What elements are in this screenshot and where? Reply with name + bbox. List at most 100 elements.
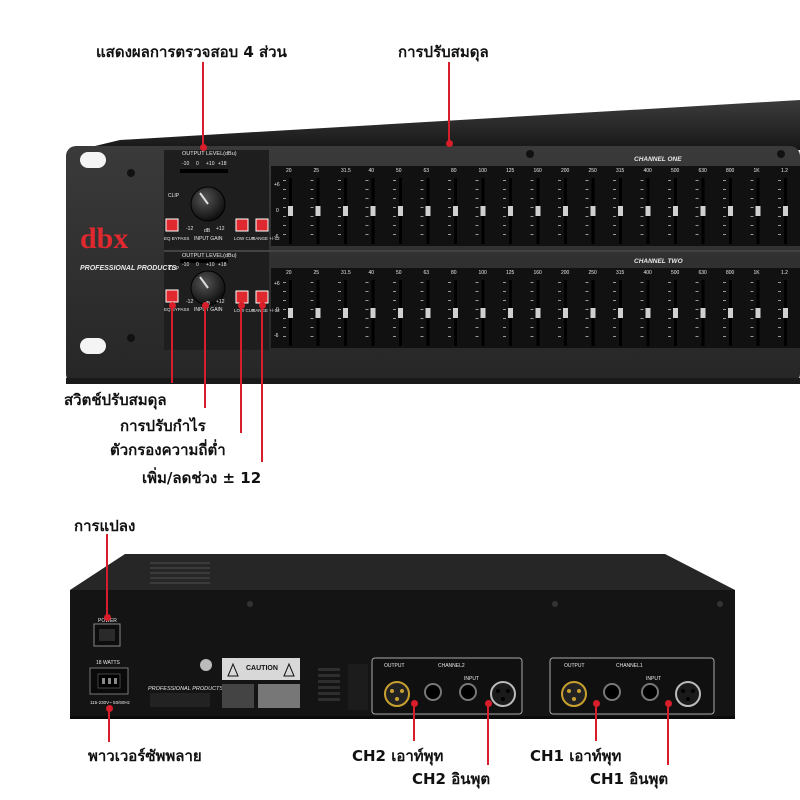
ch2-trs-input[interactable]	[459, 683, 477, 701]
ch2-xlr-output[interactable]	[384, 681, 410, 707]
eq-slider-cap-ch1-10[interactable]	[563, 206, 568, 216]
freq-label-ch2-7: 100	[479, 270, 488, 276]
eq-slider-cap-ch1-3[interactable]	[370, 206, 376, 216]
level-tick-ch2-2: +10	[206, 262, 215, 268]
freq-label-ch1-0: 20	[286, 168, 292, 174]
eq-slider-cap-ch1-14[interactable]	[673, 206, 678, 216]
eq-slider-cap-ch2-17[interactable]	[755, 308, 761, 318]
ch1-xlr-output[interactable]	[561, 681, 587, 707]
eq-slider-cap-ch1-0[interactable]	[288, 206, 293, 216]
callout-line-range	[261, 305, 263, 462]
callout-line-gain	[204, 305, 206, 408]
ch1-xlr-input[interactable]	[675, 681, 701, 707]
eq-slider-cap-ch1-6[interactable]	[453, 206, 458, 216]
eq-slider-cap-ch1-8[interactable]	[508, 206, 513, 216]
eq-slider-cap-ch2-13[interactable]	[645, 308, 651, 318]
eq-slider-cap-ch2-7[interactable]	[480, 308, 486, 318]
eq-slider-cap-ch1-9[interactable]	[535, 206, 541, 216]
eq-slider-cap-ch2-4[interactable]	[398, 308, 403, 318]
ch1-trs-input[interactable]	[641, 683, 659, 701]
eq-slider-cap-ch1-18[interactable]	[783, 206, 788, 216]
scale-ch1-plus: +6	[274, 182, 280, 188]
eq-slider-cap-ch2-18[interactable]	[783, 308, 788, 318]
channel1-input-label: INPUT	[646, 676, 661, 682]
rear-panel: POWER 18 WATTS 115-230V~ 50/60Hz PROFESS…	[70, 554, 735, 719]
freq-label-ch2-10: 200	[561, 270, 570, 276]
channel1-output-label: OUTPUT	[564, 663, 585, 669]
level-tick-ch1-0: -10	[182, 161, 189, 167]
eq-slider-cap-ch1-7[interactable]	[480, 206, 486, 216]
channel2-io-panel	[371, 657, 523, 715]
channel1-label: CHANNEL1	[616, 663, 643, 669]
input-gain-label-ch2: INPUT GAIN	[194, 307, 223, 313]
freq-label-ch1-15: 630	[699, 168, 708, 174]
eq-slider-cap-ch2-2[interactable]	[343, 308, 348, 318]
callout-dot-ch1-in	[665, 700, 672, 707]
eq-slider-cap-ch1-11[interactable]	[590, 206, 596, 216]
range-button-ch1[interactable]	[255, 218, 269, 232]
low-cut-button-ch1[interactable]	[235, 218, 249, 232]
level-tick-ch1-1: 0	[196, 161, 199, 167]
freq-label-ch1-14: 500	[671, 168, 680, 174]
eq-slider-cap-ch1-1[interactable]	[315, 206, 321, 216]
freq-label-ch2-13: 400	[644, 270, 653, 276]
gain-max-ch1: +12	[216, 226, 225, 232]
freq-label-ch2-2: 31.5	[341, 270, 351, 276]
eq-slider-cap-ch1-4[interactable]	[398, 206, 403, 216]
caution-plate	[222, 658, 300, 680]
callout-lowcut-label: ตัวกรองความถี่ต่ำ	[110, 441, 226, 459]
eq-slider-cap-ch2-0[interactable]	[288, 308, 293, 318]
eq-slider-cap-ch1-15[interactable]	[700, 206, 706, 216]
power-label: POWER	[98, 618, 117, 624]
freq-label-ch1-3: 40	[369, 168, 375, 174]
channel2-label: CHANNEL2	[438, 663, 465, 669]
eq-slider-cap-ch1-5[interactable]	[425, 206, 431, 216]
freq-label-ch1-4: 50	[396, 168, 402, 174]
level-tick-ch2-0: -10	[182, 262, 189, 268]
eq-slider-cap-ch2-5[interactable]	[425, 308, 431, 318]
front-panel: dbx PROFESSIONAL PRODUCTS OUTPUT LEVEL(d…	[66, 100, 800, 384]
eq-slider-cap-ch2-3[interactable]	[370, 308, 376, 318]
channel1-io-panel	[549, 657, 715, 715]
eq-slider-cap-ch1-12[interactable]	[618, 206, 623, 216]
callout-line-power-supply	[108, 708, 110, 742]
rack-slot-bottom	[80, 338, 106, 354]
callout-dot-eq-switch	[169, 302, 176, 309]
eq-bypass-button-ch2[interactable]	[165, 289, 179, 303]
callout-dot-gain	[202, 302, 209, 309]
channel2-output-label: OUTPUT	[384, 663, 405, 669]
scale-ch2-zero: 0	[276, 307, 279, 313]
freq-label-ch1-6: 80	[451, 168, 457, 174]
eq-slider-cap-ch2-14[interactable]	[673, 308, 678, 318]
callout-line-lowcut	[240, 305, 242, 433]
freq-label-ch2-6: 80	[451, 270, 457, 276]
eq-slider-cap-ch2-16[interactable]	[728, 308, 733, 318]
eq-slider-cap-ch1-13[interactable]	[645, 206, 651, 216]
scale-ch2-plus: +6	[274, 281, 280, 287]
ch2-trs-output[interactable]	[424, 683, 442, 701]
freq-label-ch1-1: 25	[314, 168, 320, 174]
eq-slider-cap-ch1-17[interactable]	[755, 206, 761, 216]
ch1-trs-output[interactable]	[603, 683, 621, 701]
ch2-xlr-input[interactable]	[490, 681, 516, 707]
eq-slider-cap-ch2-9[interactable]	[535, 308, 541, 318]
eq-slider-cap-ch1-16[interactable]	[728, 206, 733, 216]
eq-slider-cap-ch2-1[interactable]	[315, 308, 321, 318]
eq-bypass-label-ch1: EQ BYPASS	[164, 236, 189, 241]
eq-slider-cap-ch2-10[interactable]	[563, 308, 568, 318]
eq-slider-cap-ch2-8[interactable]	[508, 308, 513, 318]
gain-min-ch1: -12	[186, 226, 193, 232]
callout-dot-equalize	[446, 140, 453, 147]
freq-label-ch2-3: 40	[369, 270, 375, 276]
eq-bypass-button-ch1[interactable]	[165, 218, 179, 232]
callout-dot-ch1-out	[593, 700, 600, 707]
eq-slider-cap-ch2-11[interactable]	[590, 308, 596, 318]
eq-slider-cap-ch2-15[interactable]	[700, 308, 706, 318]
eq-slider-cap-ch2-12[interactable]	[618, 308, 623, 318]
callout-dot-range	[259, 302, 266, 309]
callout-line-display	[202, 62, 204, 148]
freq-label-ch2-1: 25	[314, 270, 320, 276]
eq-slider-cap-ch2-6[interactable]	[453, 308, 458, 318]
eq-slider-cap-ch1-2[interactable]	[343, 206, 348, 216]
freq-label-ch2-16: 800	[726, 270, 735, 276]
